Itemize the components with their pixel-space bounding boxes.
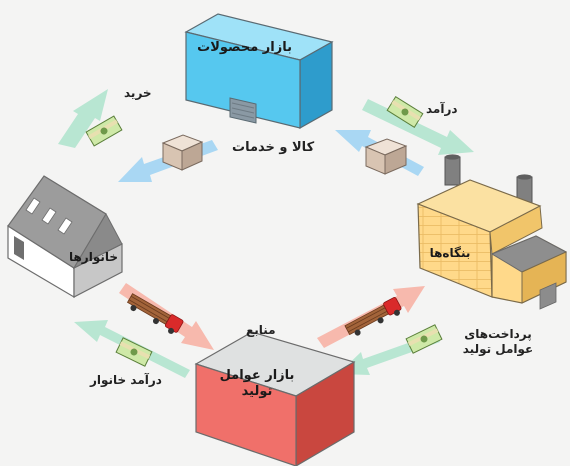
money-stack-factor-payments <box>405 324 443 354</box>
firm-factory <box>416 154 568 310</box>
product-market-building <box>184 13 334 130</box>
household-house <box>7 175 123 299</box>
household-income-label: درآمد خانوار <box>90 373 162 387</box>
factor-market-building <box>194 331 356 466</box>
money-stack-household-income <box>115 337 153 367</box>
factor-market-label: بازار عوامل تولید <box>214 368 300 401</box>
factor-market-label-line2: تولید <box>241 384 273 400</box>
purchase-label: خرید <box>124 86 152 100</box>
goods-box-left <box>161 134 204 171</box>
resources-label: منابع <box>246 323 276 337</box>
factor-payments-label-line1: پرداخت‌های <box>464 327 532 341</box>
factor-payments-label: پرداخت‌های عوامل تولید <box>452 327 544 357</box>
goods-box-right <box>364 138 408 175</box>
product-market-label: بازار محصولات <box>197 40 292 55</box>
money-arrow-revenue <box>362 99 474 155</box>
firms-label: بنگاه‌ها <box>429 246 471 260</box>
money-stack-purchase <box>85 115 123 147</box>
money-arrow-purchase <box>58 89 108 148</box>
money-stack-revenue <box>386 96 424 128</box>
log-truck-right <box>344 297 402 336</box>
factor-payments-label-line2: عوامل تولید <box>462 342 534 356</box>
factor-market-label-line1: بازار عوامل <box>219 368 295 383</box>
log-truck-left <box>126 293 184 334</box>
goods-services-label: کالا و خدمات <box>232 140 315 155</box>
revenue-label: درآمد <box>426 102 458 116</box>
households-label: خانوارها <box>68 250 118 264</box>
